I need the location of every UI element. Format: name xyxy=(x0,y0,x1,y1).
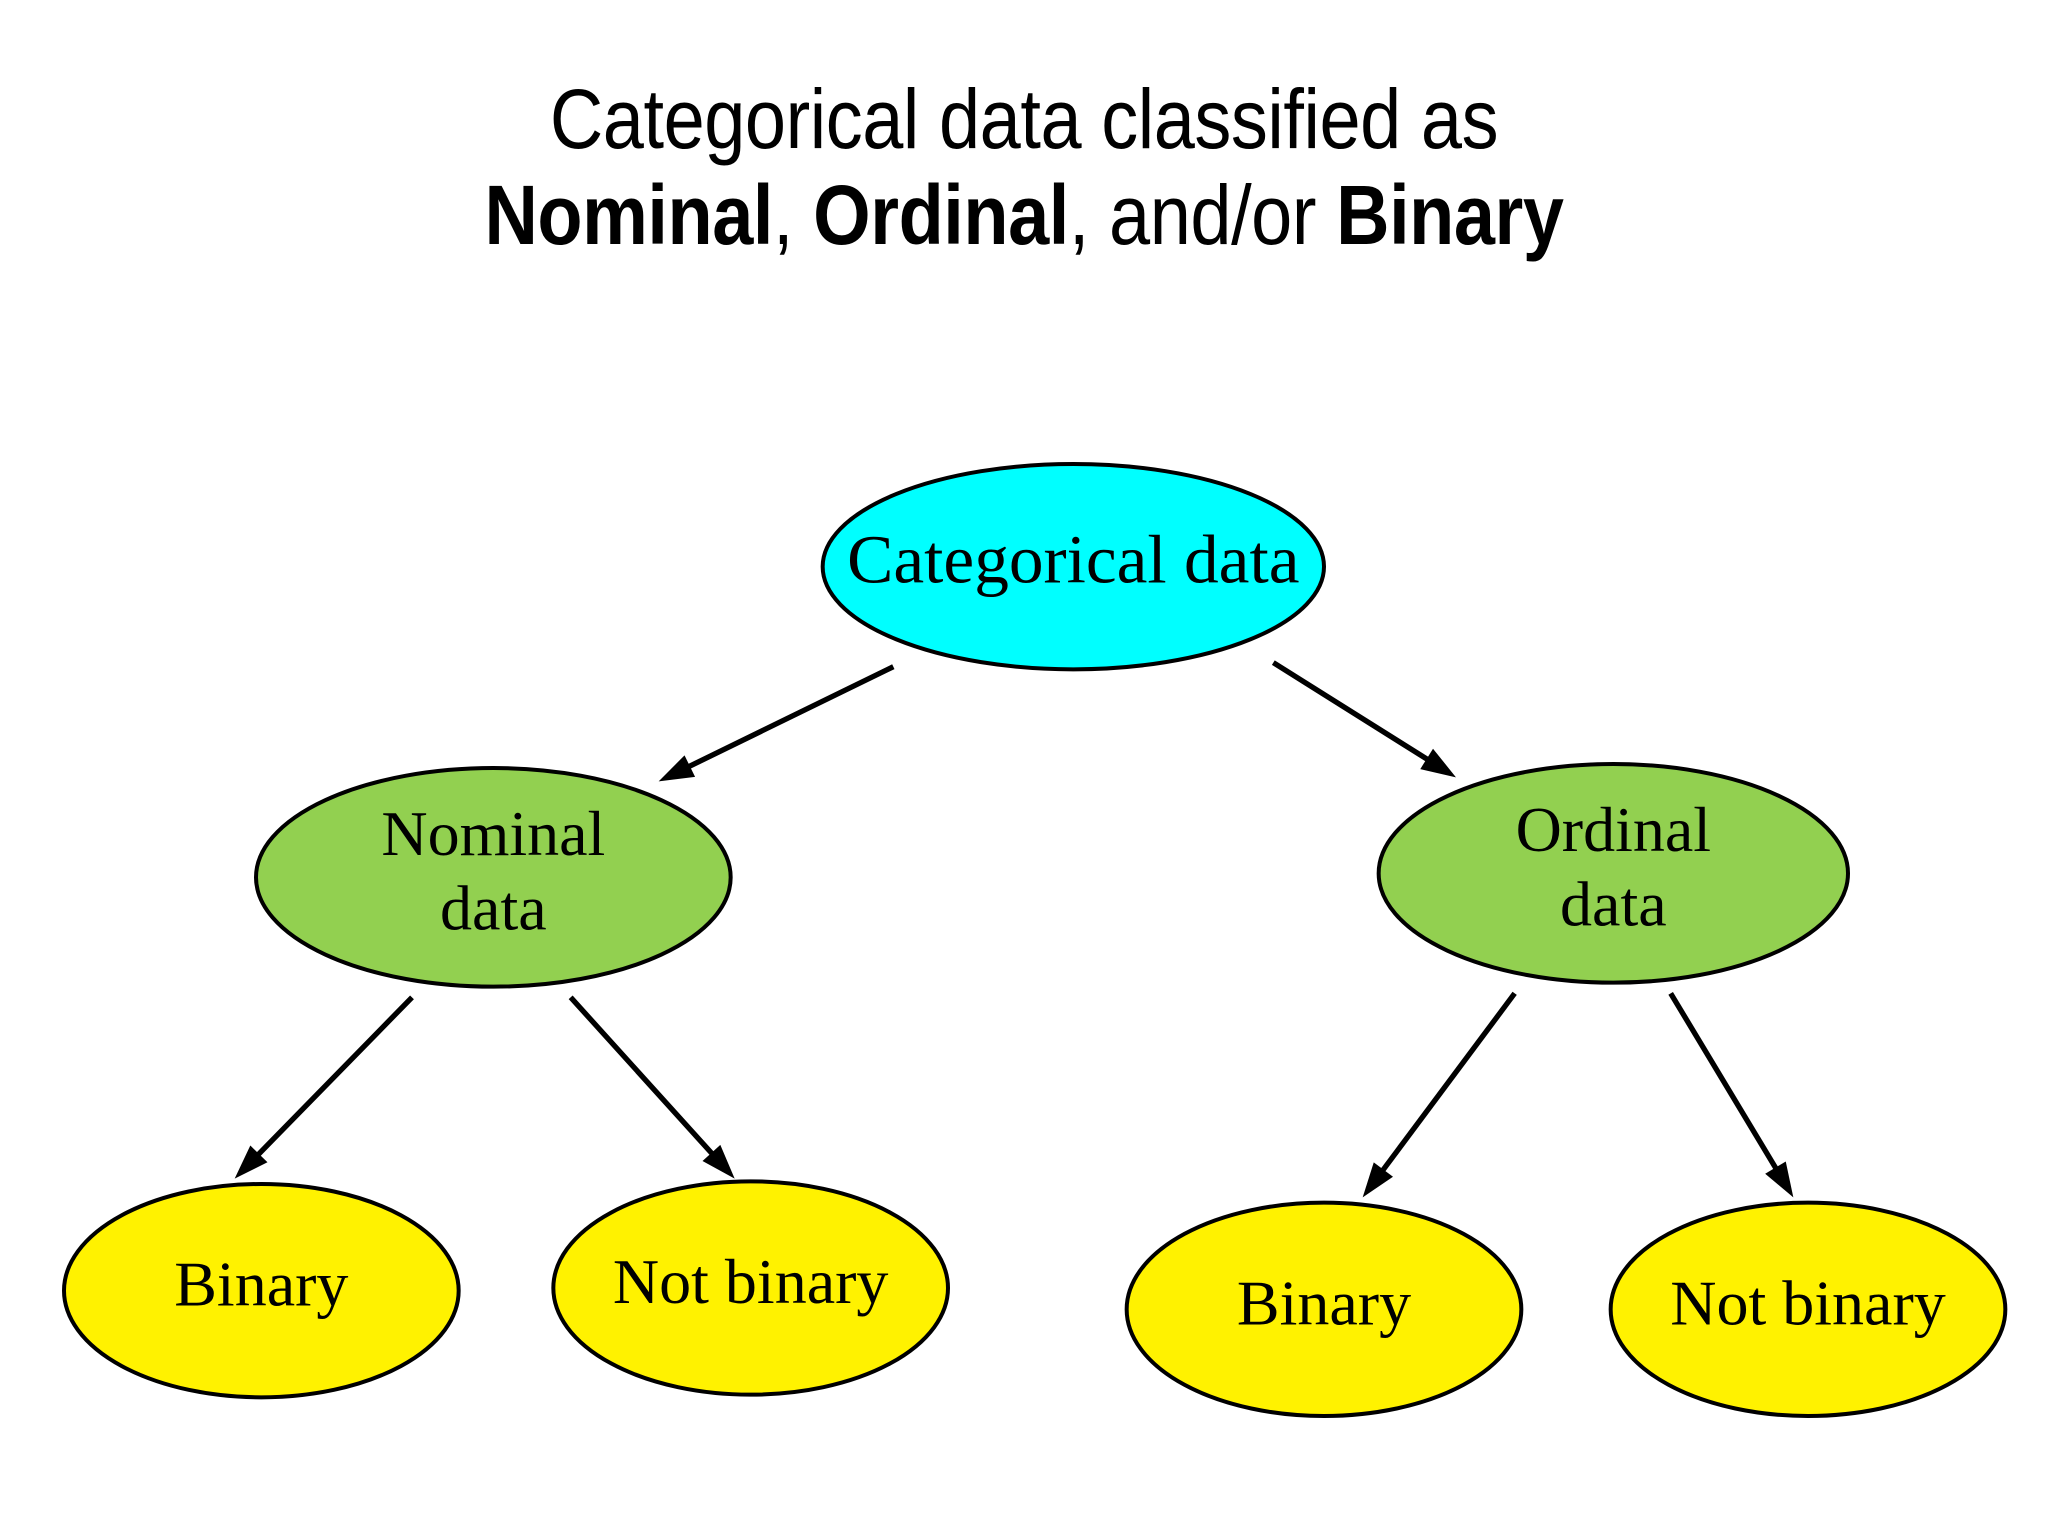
edge-ordinal-to-ordinal-not-binary xyxy=(1668,991,1794,1198)
node-label-line: Not binary xyxy=(613,1246,889,1317)
edge-line xyxy=(1668,991,1782,1176)
edges-layer xyxy=(234,660,1794,1198)
edge-line xyxy=(1271,660,1435,766)
node-ellipse-nominal[interactable] xyxy=(254,765,733,989)
node-label-line: Not binary xyxy=(1670,1267,1946,1338)
arrowhead-icon xyxy=(1362,1162,1394,1198)
edge-root-to-ordinal xyxy=(1271,660,1456,778)
node-label-line: data xyxy=(1560,868,1667,939)
title-line-1: Categorical data classified as xyxy=(549,72,1499,166)
arrowhead-icon xyxy=(1420,748,1456,778)
node-ellipse-ordinal-binary[interactable] xyxy=(1124,1200,1524,1418)
edge-root-to-nominal xyxy=(658,664,895,782)
node-label-line: Categorical data xyxy=(847,521,1299,598)
node-ellipse-ordinal-not-binary[interactable] xyxy=(1608,1200,2008,1418)
edge-line xyxy=(568,995,719,1161)
node-ellipse-nominal-not-binary[interactable] xyxy=(551,1179,950,1397)
edge-nominal-to-nominal-not-binary xyxy=(568,995,735,1179)
arrowhead-icon xyxy=(234,1145,268,1179)
node-label-line: Nominal xyxy=(381,798,605,869)
node-label-line: Binary xyxy=(174,1248,348,1319)
edge-line xyxy=(251,995,414,1162)
title-segment-1: , xyxy=(772,167,814,262)
node-label-root: Categorical data xyxy=(847,521,1299,598)
node-ordinal-binary[interactable]: Binary xyxy=(1124,1200,1524,1418)
node-nominal-binary[interactable]: Binary xyxy=(62,1181,461,1400)
arrowhead-icon xyxy=(702,1144,735,1179)
page-title: Categorical data classified as Nominal, … xyxy=(123,72,1925,264)
node-label-line: Binary xyxy=(1237,1267,1411,1338)
node-label-ordinal-not-binary: Not binary xyxy=(1670,1267,1946,1338)
edge-line xyxy=(1376,991,1517,1178)
node-root[interactable]: Categorical data xyxy=(820,462,1326,672)
title-segment-0: Nominal xyxy=(484,167,773,262)
node-ordinal-not-binary[interactable]: Not binary xyxy=(1608,1200,2008,1418)
arrowhead-icon xyxy=(658,755,696,782)
node-ellipse-nominal-binary[interactable] xyxy=(62,1181,461,1400)
node-label-line: data xyxy=(440,872,547,943)
title-line-2: Nominal, Ordinal, and/or Binary xyxy=(123,168,1925,264)
edge-nominal-to-nominal-binary xyxy=(234,995,414,1179)
title-segment-2: Ordinal xyxy=(813,167,1069,262)
arrowhead-icon xyxy=(1765,1161,1794,1198)
node-ellipse-root[interactable] xyxy=(820,462,1326,672)
node-label-line: Ordinal xyxy=(1516,794,1712,865)
node-label-ordinal-binary: Binary xyxy=(1237,1267,1411,1338)
node-label-nominal-not-binary: Not binary xyxy=(613,1246,889,1317)
node-ellipse-ordinal[interactable] xyxy=(1376,761,1850,985)
edge-ordinal-to-ordinal-binary xyxy=(1362,991,1517,1198)
title-segment-3: , and/or xyxy=(1068,167,1337,262)
edge-line xyxy=(681,664,895,773)
node-label-nominal-binary: Binary xyxy=(174,1248,348,1319)
title-segment-4: Binary xyxy=(1336,167,1564,262)
node-nominal-not-binary[interactable]: Not binary xyxy=(551,1179,950,1397)
